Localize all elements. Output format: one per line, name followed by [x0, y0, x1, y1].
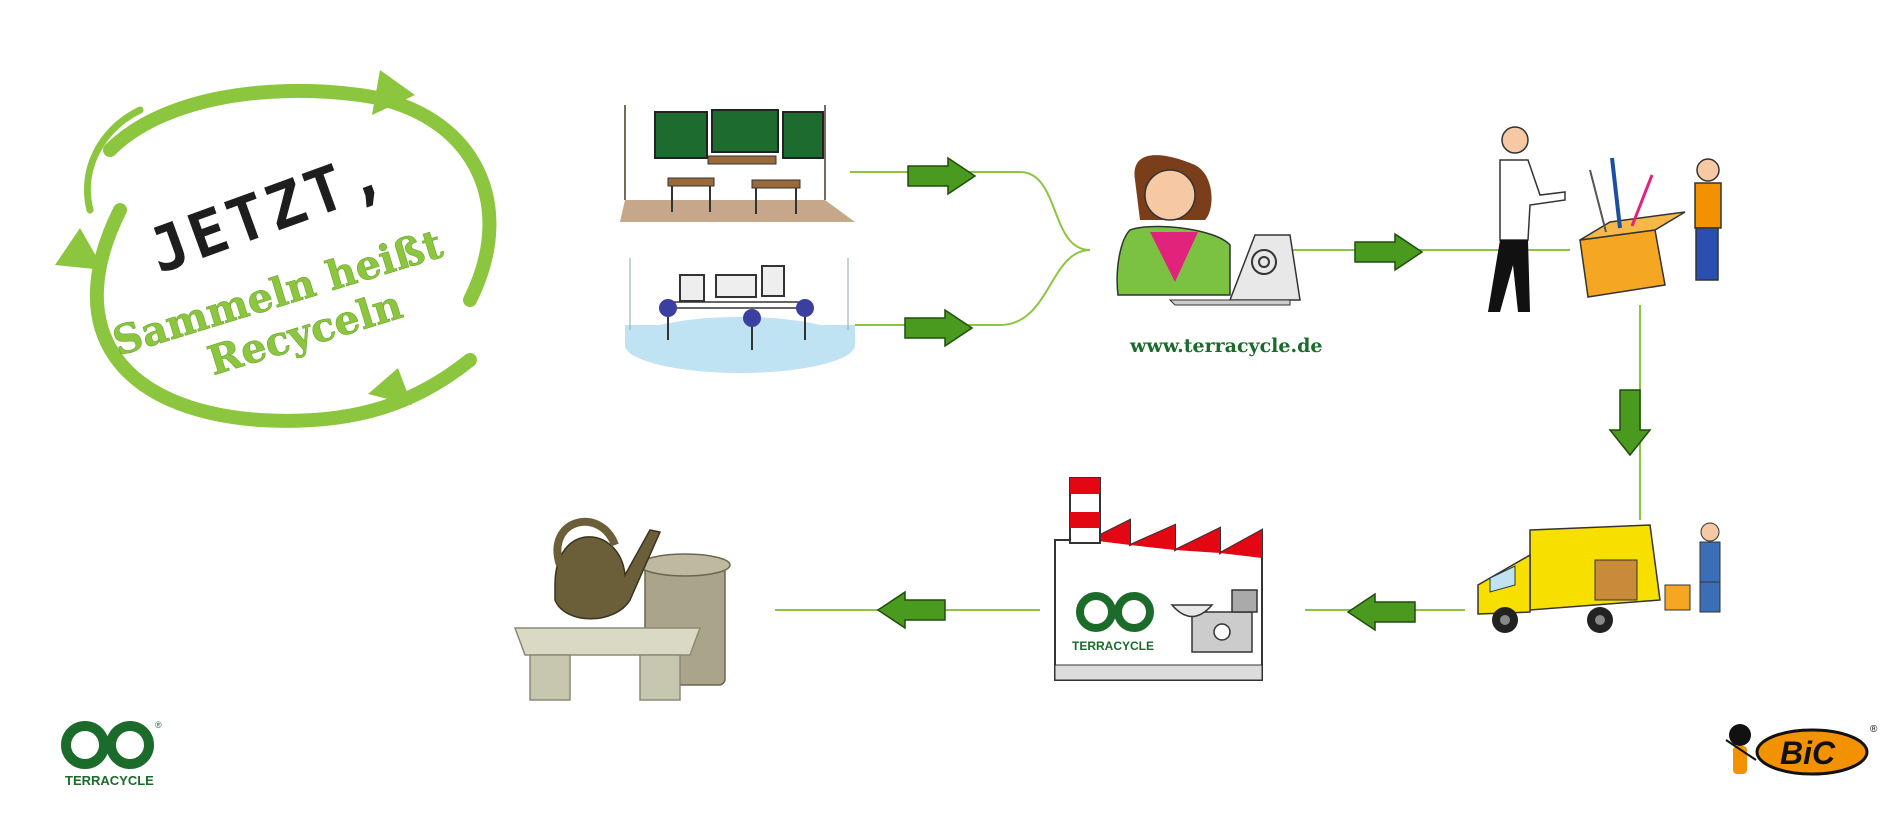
bench: [513, 627, 702, 701]
woman-laptop-illustration: [1116, 155, 1301, 306]
terracycle-registered-mark: ®: [155, 720, 162, 730]
bic-logo-badge: [1755, 728, 1869, 776]
terracycle-infinity-icon: [61, 721, 154, 769]
flow-arrow-right-1: [907, 156, 977, 196]
bic-boy-mascot-icon: [1725, 724, 1757, 774]
terracycle-logo: TERRACYCLE ®: [61, 720, 162, 788]
bic-logo-text: BiC: [1780, 735, 1836, 771]
recycle-arrowhead-bottom: [368, 368, 412, 405]
bic-logo: BiC ®: [1725, 724, 1878, 776]
flow-arrow-down: [1608, 389, 1652, 457]
terracycle-logo-text: TERRACYCLE: [65, 773, 154, 788]
flow-arrows: [876, 156, 1652, 632]
collection-box-illustration: [1488, 126, 1722, 312]
bic-registered-mark: ®: [1870, 724, 1878, 735]
scale-icon: [1170, 589, 1258, 653]
flow-arrow-left-2: [876, 590, 946, 630]
flow-line-classroom: [850, 171, 1091, 251]
delivery-truck-illustration: [1477, 522, 1721, 633]
flow-arrow-right-2: [904, 308, 974, 348]
classroom-illustration: [620, 105, 855, 222]
recycle-arrowhead-left: [55, 228, 104, 270]
factory-illustration: TERRACYCLE: [1054, 477, 1263, 681]
flow-arrow-left-1: [1346, 592, 1416, 632]
recycle-circle-icon: [83, 83, 497, 428]
factory-logo-text: TERRACYCLE: [1072, 639, 1154, 653]
flow-arrow-right-3: [1354, 232, 1424, 272]
watering-can: [554, 529, 662, 620]
recycle-arrowhead-top: [372, 70, 415, 115]
office-illustration: [625, 258, 855, 373]
factory-terracycle-logo-icon: [1076, 592, 1154, 632]
slogan-badge: JETZT, Sammeln heißt Recyceln: [55, 70, 497, 428]
recycled-products-illustration: [513, 517, 731, 701]
flow-line-office: [855, 249, 1091, 326]
email-at-icon: [1251, 249, 1277, 275]
website-url: www.terracycle.de: [1129, 335, 1322, 357]
